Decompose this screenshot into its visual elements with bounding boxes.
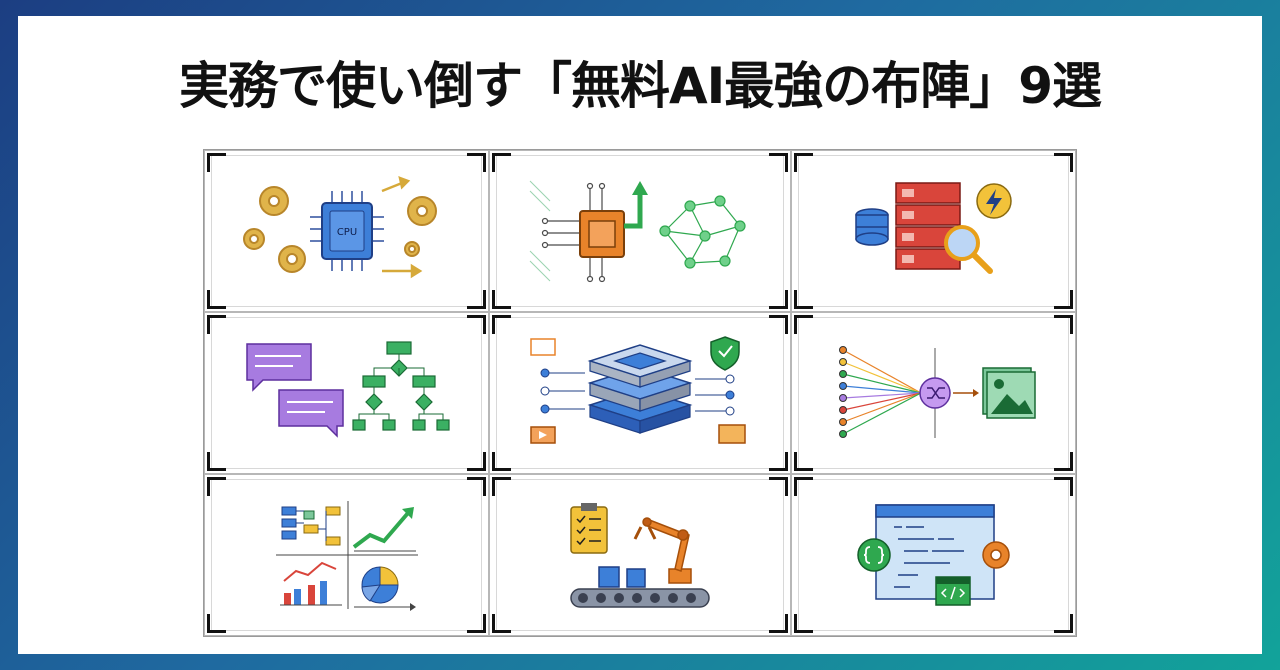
cpu-chip-label: CPU <box>336 227 356 238</box>
tile-2 <box>489 150 791 312</box>
content-card: 実務で使い倒す「無料AI最強の布陣」9選 <box>18 16 1262 654</box>
page-title: 実務で使い倒す「無料AI最強の布陣」9選 <box>178 57 1102 115</box>
data-fusion-image-icon <box>838 346 1036 438</box>
tile-8 <box>489 474 791 636</box>
tile-6 <box>791 312 1076 474</box>
cpu-gears-icon: CPU <box>242 176 437 279</box>
tile-7 <box>204 474 489 636</box>
chip-growth-network-icon <box>529 180 746 283</box>
code-editor-icon <box>856 504 1010 606</box>
analytics-charts-icon <box>275 501 418 611</box>
tile-5 <box>489 312 791 474</box>
tile-9 <box>791 474 1076 636</box>
tile-3 <box>791 150 1076 312</box>
layered-platform-security-icon <box>530 336 746 444</box>
tile-grid: CPU <box>203 149 1077 637</box>
database-server-search-icon <box>854 182 1012 274</box>
tile-1: CPU <box>204 150 489 312</box>
chat-flowchart-icon <box>245 341 450 438</box>
tile-4 <box>204 312 489 474</box>
robot-arm-conveyor-icon <box>570 503 710 608</box>
